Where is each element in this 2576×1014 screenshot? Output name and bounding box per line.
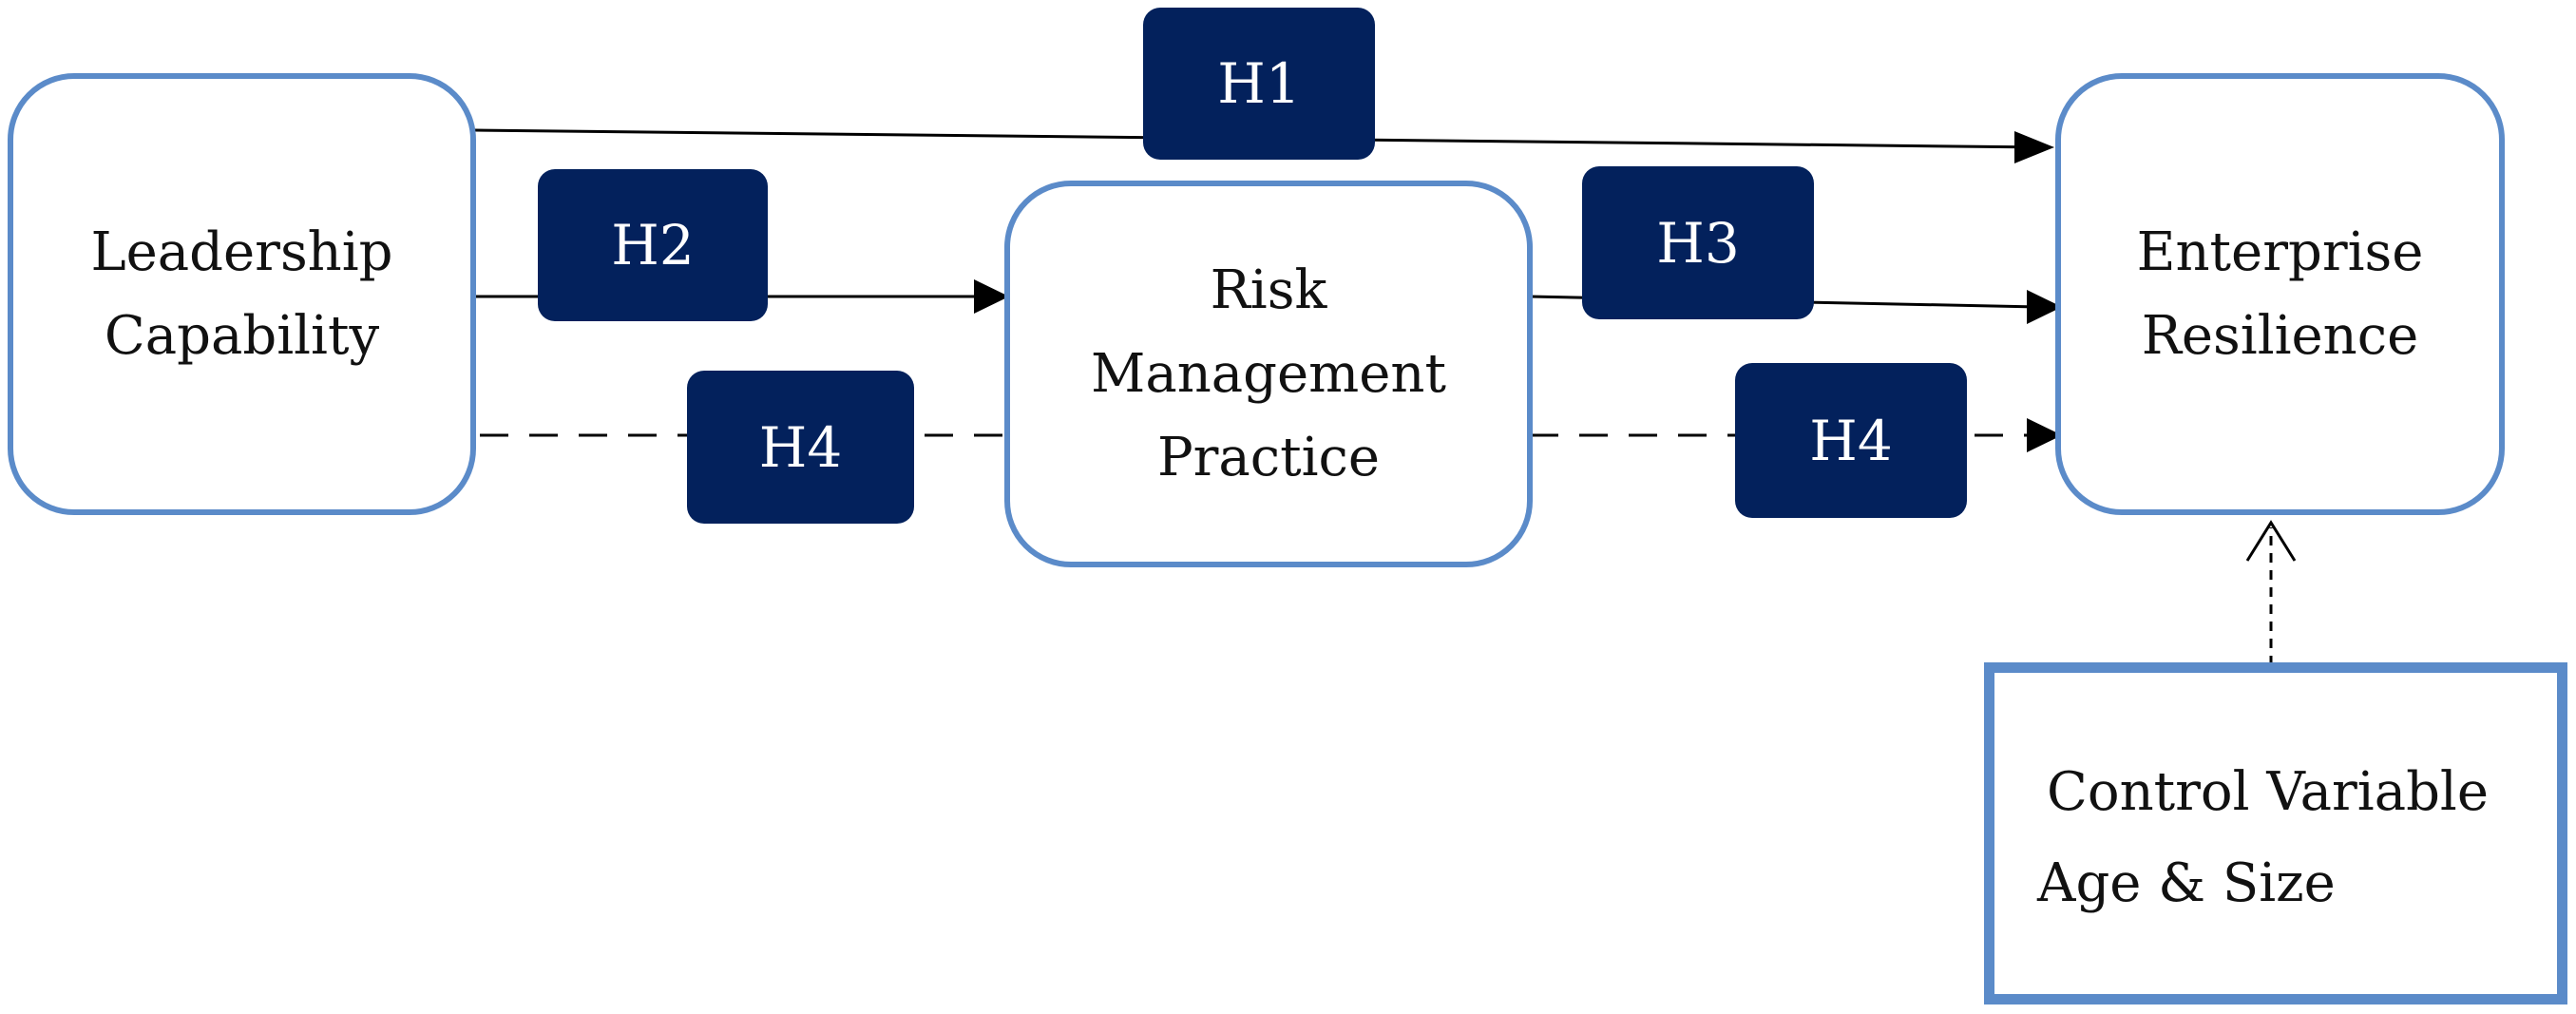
- label-h1: H1: [1143, 8, 1375, 160]
- control-line-1: Control Variable: [2047, 761, 2489, 823]
- label-h4-left: H4: [687, 371, 914, 524]
- leadership-line-2: Capability: [104, 304, 380, 367]
- control-line-2: Age & Size: [2037, 852, 2336, 914]
- risk-line-3: Practice: [1156, 426, 1381, 488]
- label-h2: H2: [538, 169, 768, 321]
- leadership-line-1: Leadership: [90, 220, 393, 283]
- arrow-h3-head: [2027, 290, 2062, 324]
- arrow-h1-head: [2014, 131, 2054, 163]
- node-enterprise-resilience: Enterprise Resilience: [2055, 73, 2505, 515]
- arrow-h2-head: [974, 279, 1009, 314]
- risk-line-2: Management: [1091, 342, 1446, 405]
- node-control-variable: Control Variable Age & Size: [1984, 662, 2567, 1004]
- label-h4-right: H4: [1735, 363, 1967, 518]
- arrow-control-head: [2245, 520, 2297, 562]
- node-leadership-capability: Leadership Capability: [8, 73, 476, 515]
- risk-line-1: Risk: [1210, 258, 1327, 321]
- arrow-h4-head: [2027, 418, 2062, 452]
- node-risk-management-practice: Risk Management Practice: [1004, 181, 1533, 567]
- resilience-line-1: Enterprise: [2136, 220, 2424, 283]
- resilience-line-2: Resilience: [2141, 304, 2419, 367]
- label-h3: H3: [1582, 166, 1814, 319]
